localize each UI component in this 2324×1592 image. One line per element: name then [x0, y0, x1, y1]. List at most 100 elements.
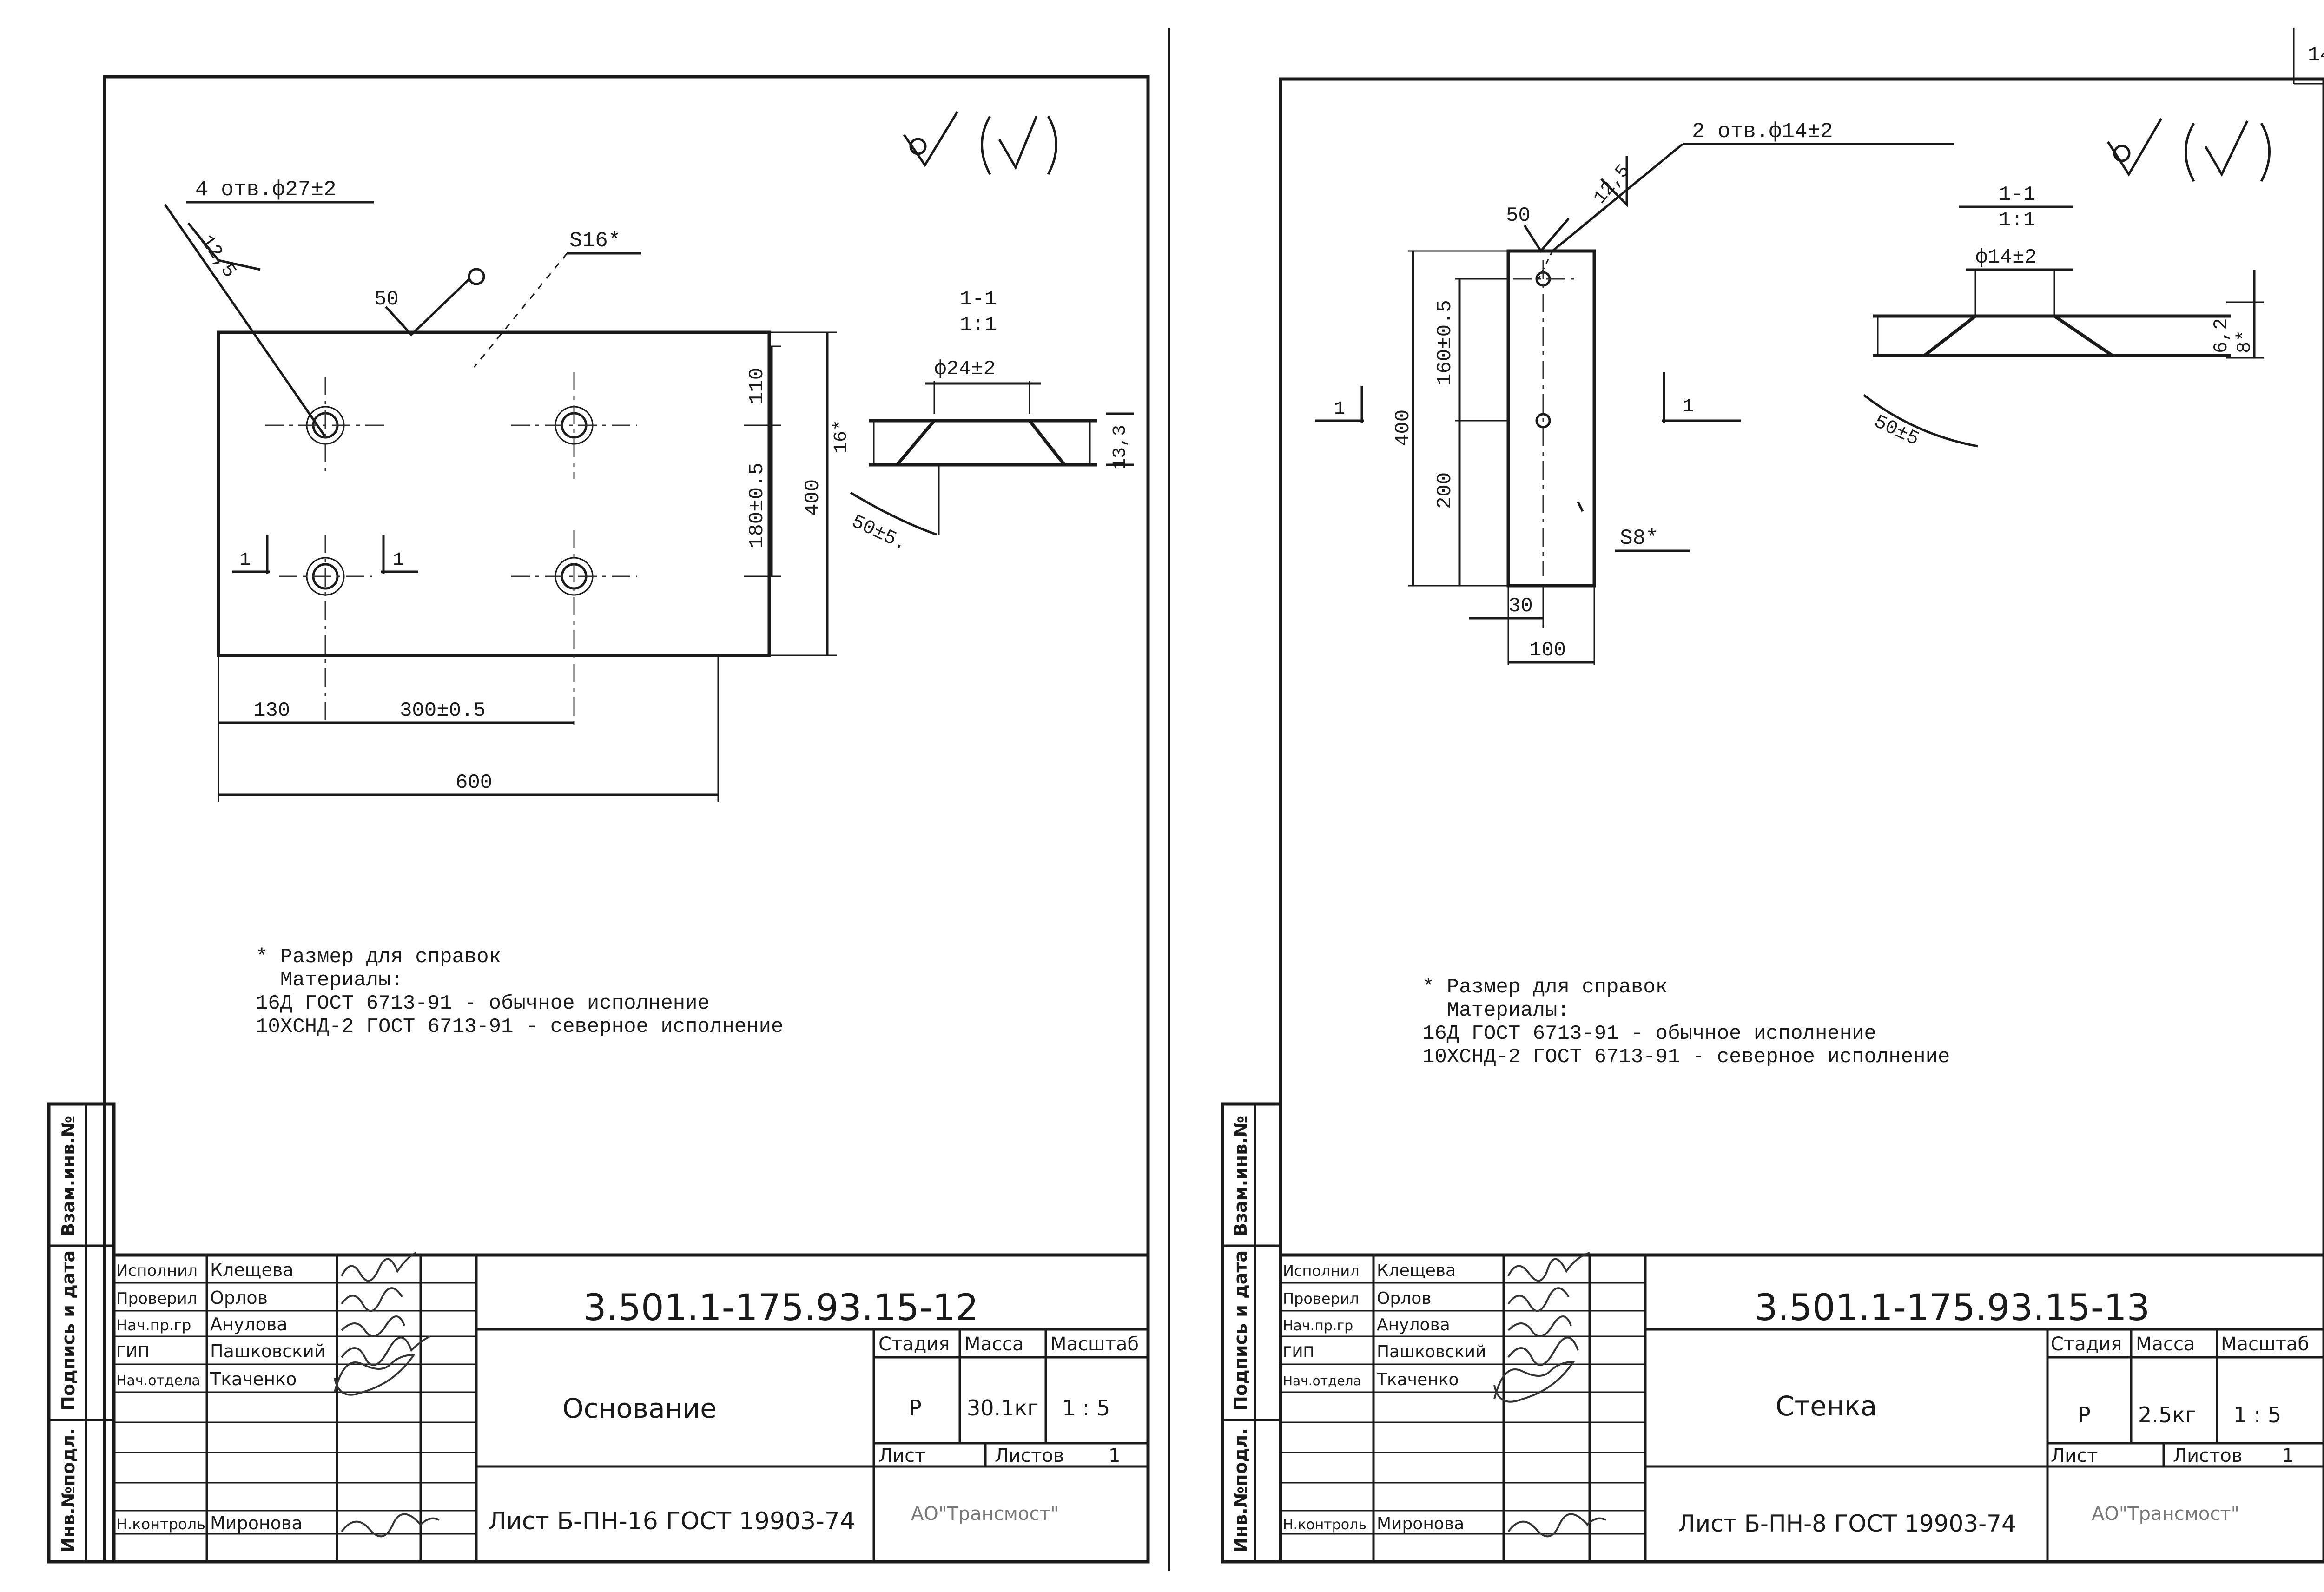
right-title-block [1279, 1253, 2324, 1564]
right-holes-callout: 2 отв.ф14±2 [1692, 119, 1833, 144]
page-number: 14 [2308, 44, 2324, 67]
left-section-title: 1-1 [960, 288, 997, 311]
left-note-4: 10ХСНД-2 ГОСТ 6713-91 - северное исполне… [256, 1015, 783, 1038]
left-holes-callout: 4 отв.ф27±2 [195, 178, 337, 202]
left-sheets: 1 [1109, 1445, 1120, 1466]
right-cut-mark-left: 1 [1315, 386, 1364, 423]
right-dim-30: 30 [1469, 595, 1543, 620]
right-name-3: Пашковский [1377, 1342, 1486, 1361]
right-signatures [1493, 1252, 1606, 1538]
left-name-2: Анулова [210, 1314, 288, 1334]
left-dim-180: 180±0.5 [744, 425, 781, 577]
right-name-1: Орлов [1377, 1289, 1431, 1308]
left-margin-label-replace: Взам.инв.№ [58, 1116, 79, 1236]
right-sheets-label: Листов [2173, 1445, 2242, 1466]
right-section-thickness: 8* [2233, 330, 2256, 353]
left-cut-mark-left: 1 [232, 535, 270, 574]
left-section-scale: 1:1 [960, 313, 997, 337]
left-note-2: Материалы: [256, 969, 403, 992]
svg-text:180±0.5: 180±0.5 [746, 462, 769, 548]
right-sheet: 2 отв.ф14±2 12,5 50 S8* 1 1 [1221, 77, 2324, 1564]
right-scale: 1 : 5 [2233, 1402, 2281, 1427]
right-section-angle-arc [1863, 394, 1978, 448]
left-part-name: Основание [562, 1393, 717, 1424]
left-roughness-symbol [903, 111, 1057, 175]
left-thickness-label: S16* [569, 229, 621, 253]
right-part-name: Стенка [1776, 1390, 1877, 1422]
left-role-4: Нач.отдела [116, 1373, 200, 1389]
left-hole-roughness-mark [187, 222, 261, 271]
right-section-scale: 1:1 [1999, 209, 2035, 232]
right-name-2: Анулова [1377, 1315, 1450, 1334]
left-org: АО"Трансмост" [911, 1503, 1059, 1525]
right-note-2: Материалы: [1422, 999, 1570, 1022]
right-dim-400: 400 [1392, 251, 1415, 586]
left-mass-label: Масса [964, 1334, 1024, 1355]
svg-text:160±0.5: 160±0.5 [1433, 300, 1457, 386]
left-section-angle: 50±5. [848, 510, 911, 555]
left-cut-mark-right: 1 [381, 535, 418, 574]
left-stage: Р [909, 1395, 922, 1420]
right-role-0: Исполнил [1283, 1262, 1360, 1280]
right-mass: 2.5кг [2138, 1402, 2196, 1427]
right-margin-strip: Инв.№подл. Подпись и дата Взам.инв.№ [1221, 1102, 1282, 1564]
left-margin-label-sign: Подпись и дата [58, 1250, 79, 1411]
right-role-3: ГИП [1283, 1343, 1314, 1361]
left-hole-top-left [265, 377, 386, 474]
right-section-profile [1873, 314, 2231, 357]
right-wall-tick [1577, 501, 1584, 512]
left-dim-300: 300±0.5 [325, 699, 574, 724]
left-role-8: Н.контроль [116, 1515, 205, 1533]
right-roughness-symbol [2106, 118, 2271, 182]
svg-text:1: 1 [393, 550, 404, 571]
left-material: Лист Б-ПН-16 ГОСТ 19903-74 [488, 1507, 855, 1535]
left-dim-400: 400 [769, 331, 837, 656]
right-doc-number: 3.501.1-175.93.15-13 [1755, 1287, 2150, 1329]
right-hole-roughness-mark [1600, 156, 1628, 208]
right-section-depth: 6,2 [2210, 318, 2232, 353]
left-weld-mark [385, 278, 470, 337]
left-role-0: Исполнил [116, 1262, 198, 1280]
left-holes-leader [164, 204, 327, 438]
left-section-thickness: 16* [831, 420, 852, 453]
right-section-diameter: ф14±2 [1975, 246, 2037, 269]
left-name-4: Ткаченко [210, 1369, 297, 1389]
right-thickness-label: S8* [1620, 526, 1658, 550]
left-title-block [112, 1253, 1150, 1564]
left-plate-outline [217, 330, 771, 657]
right-role-1: Проверил [1283, 1290, 1359, 1308]
right-scale-label: Масштаб [2221, 1334, 2309, 1355]
right-note-4: 10ХСНД-2 ГОСТ 6713-91 - северное исполне… [1422, 1045, 1950, 1069]
left-dim-600: 600 [218, 771, 718, 796]
left-doc-number: 3.501.1-175.93.15-12 [583, 1287, 978, 1329]
right-sheets: 1 [2282, 1445, 2294, 1466]
left-name-8: Миронова [210, 1513, 303, 1533]
right-wall-outline [1506, 249, 1596, 588]
svg-text:30: 30 [1508, 595, 1533, 618]
right-weld-size: 50 [1506, 204, 1531, 227]
svg-text:400: 400 [1392, 410, 1415, 446]
left-note-1: * Размер для справок [256, 945, 501, 969]
left-role-2: Нач.пр.гр [116, 1316, 191, 1334]
right-org: АО"Трансмост" [2092, 1503, 2239, 1525]
right-cut-mark-right: 1 [1662, 372, 1741, 423]
right-stage-label: Стадия [2051, 1334, 2122, 1355]
right-role-8: Н.контроль [1283, 1517, 1367, 1533]
left-margin-label-inv: Инв.№подл. [58, 1428, 79, 1552]
right-role-4: Нач.отдела [1283, 1373, 1361, 1388]
left-thickness-leader [473, 253, 568, 368]
right-sheet-label: Лист [2051, 1445, 2098, 1466]
right-holes-leader-dash [1538, 251, 1553, 279]
right-note-1: * Размер для справок [1422, 976, 1668, 999]
left-dim-110: 110 [744, 345, 781, 426]
svg-text:400: 400 [801, 479, 825, 516]
left-sheet-label: Лист [878, 1445, 925, 1466]
left-stage-label: Стадия [878, 1334, 950, 1355]
left-signatures [334, 1252, 440, 1538]
left-role-1: Проверил [116, 1289, 197, 1308]
left-margin-strip: Инв.№подл. Подпись и дата Взам.инв.№ [47, 1102, 116, 1564]
right-section-title: 1-1 [1999, 183, 2035, 206]
left-scale-label: Масштаб [1050, 1334, 1139, 1355]
left-name-3: Пашковский [210, 1341, 325, 1361]
svg-text:200: 200 [1433, 472, 1457, 509]
